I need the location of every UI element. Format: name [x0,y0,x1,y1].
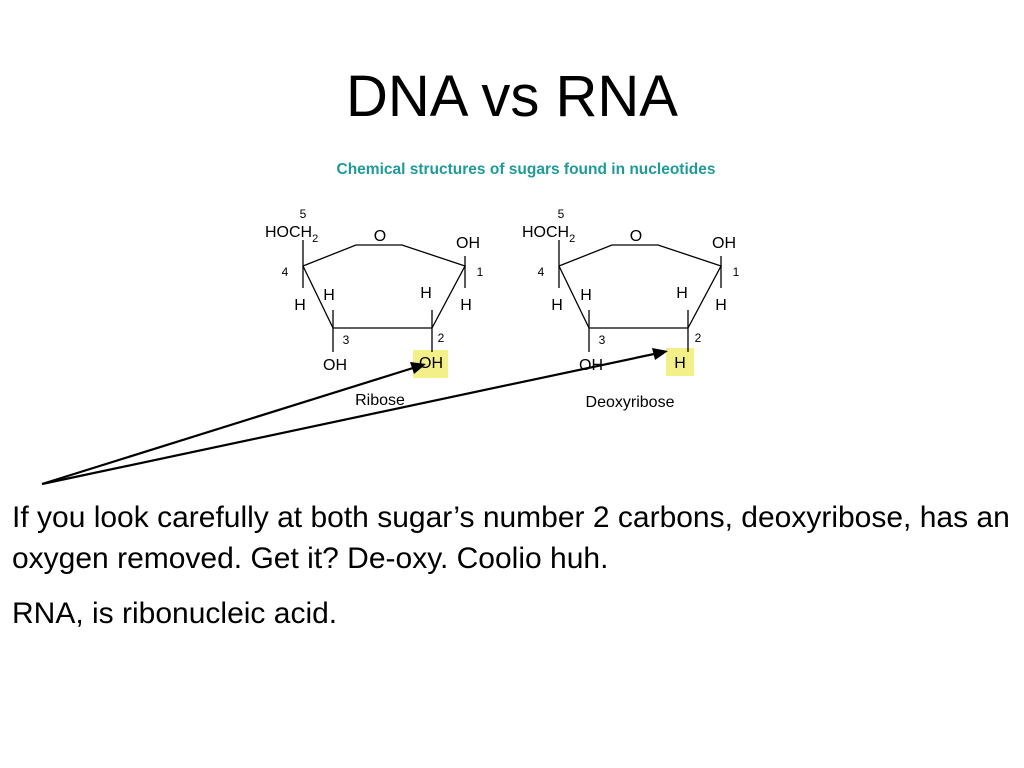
deoxyribose-structure: 5 HOCH2 O OH 1 4 H H H H 3 2 OH H Deoxyr… [522,207,740,411]
deoxyribose-c2-highlight [666,348,694,376]
ribose-c4-h: H [294,297,306,314]
ribose-c2-group: OH [419,355,443,372]
ribose-c3-h: H [323,287,335,304]
deoxyribose-c4-number: 4 [538,265,545,279]
ribose-c1-number: 1 [477,265,484,279]
deoxyribose-c5-number: 5 [558,207,565,221]
deoxyribose-ring-oxygen: O [630,228,642,245]
deoxyribose-c2-number: 2 [695,331,702,345]
arrowhead-ribose [410,362,426,374]
ribose-c5-group: HOCH2 [265,224,318,245]
deoxyribose-c3-number: 3 [599,333,606,347]
figure-caption: Chemical structures of sugars found in n… [337,161,716,178]
ribose-c4-number: 4 [282,265,289,279]
arrow-to-ribose-c2 [41,366,414,486]
deoxyribose-c4-h: H [551,297,563,314]
ribose-name: Ribose [355,392,405,409]
deoxyribose-c2-group: H [674,355,686,372]
ribose-ring-oxygen: O [374,228,386,245]
deoxyribose-c3-h: H [580,287,592,304]
ribose-c3-group: OH [323,357,347,374]
ribose-c1-group: OH [456,235,480,252]
ribose-c5-number: 5 [300,207,307,221]
slide-title: DNA vs RNA [346,64,678,129]
deoxyribose-name: Deoxyribose [586,394,675,411]
deoxyribose-c1-h: H [715,297,727,314]
arrow-to-deoxyribose-c2 [41,352,655,486]
deoxyribose-c1-group: OH [712,235,736,252]
ribose-c2-number: 2 [438,331,445,345]
arrowhead-deoxyribose [652,348,668,360]
ribose-c3-number: 3 [343,333,350,347]
pointer-arrows [41,348,668,486]
deoxyribose-c2-h: H [676,285,688,302]
body-paragraph-rna: RNA, is ribonucleic acid. [12,597,338,630]
ribose-c1-h: H [460,297,472,314]
ribose-structure: 5 HOCH2 O OH 1 4 H H H H 3 2 OH OH Ribos… [265,207,484,409]
ribose-c2-h: H [420,285,432,302]
deoxyribose-c1-number: 1 [733,265,740,279]
deoxyribose-c5-group: HOCH2 [522,224,575,245]
slide-body: If you look carefully at both sugar’s nu… [12,497,1012,634]
body-paragraph-carbons: If you look carefully at both sugar’s nu… [12,501,1010,575]
